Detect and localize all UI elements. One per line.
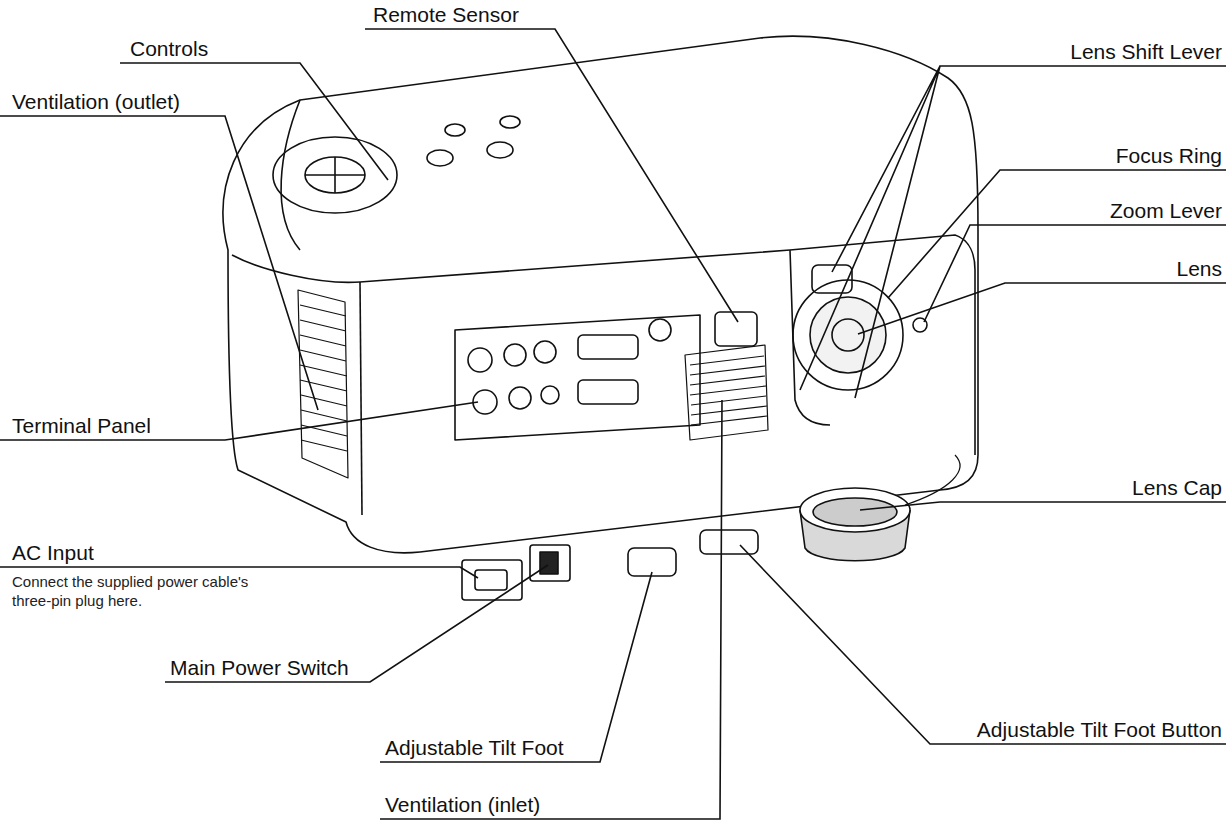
remote-sensor <box>715 312 757 346</box>
leader-line <box>120 63 388 180</box>
leader-line <box>858 283 1226 334</box>
leader-line <box>0 402 478 440</box>
outlet-vent <box>298 290 348 478</box>
control-pad <box>273 137 397 213</box>
lens-cap <box>800 488 910 561</box>
tilt-foot-button <box>700 530 758 554</box>
control-cross <box>305 157 365 193</box>
control-pad-inner <box>305 157 365 193</box>
lens <box>810 297 886 373</box>
lens-ring <box>793 280 903 390</box>
part-label: AC Input <box>12 540 272 565</box>
front-left-edge <box>360 282 362 515</box>
part-label: Lens <box>1000 256 1222 281</box>
part-label: Ventilation (inlet) <box>385 792 725 817</box>
leader-line <box>380 400 722 819</box>
part-label: Lens Shift Lever <box>900 39 1222 64</box>
part-label: Focus Ring <box>1000 143 1222 168</box>
leader-line <box>380 572 652 762</box>
ac-socket <box>475 570 507 590</box>
power-rocker <box>540 552 558 574</box>
part-label: Adjustable Tilt Foot <box>385 735 705 760</box>
tilt-foot <box>628 548 676 576</box>
part-label: Controls <box>130 36 330 61</box>
lens-housing <box>790 235 975 455</box>
note-text: Connect the supplied power cable's three… <box>12 572 252 610</box>
leader-line <box>860 502 1226 510</box>
part-label: Terminal Panel <box>12 413 272 438</box>
projector-body <box>223 36 978 553</box>
part-label: Zoom Lever <box>1000 198 1222 223</box>
part-label: Ventilation (outlet) <box>12 89 272 114</box>
part-label: Adjustable Tilt Foot Button <box>860 717 1222 742</box>
lens-shift-lever <box>812 265 852 293</box>
ac-input <box>462 560 522 600</box>
lens-center <box>832 319 864 351</box>
leader-line <box>365 29 738 322</box>
control-button <box>487 142 513 158</box>
part-label: Lens Cap <box>1000 475 1222 500</box>
part-label: Main Power Switch <box>170 655 430 680</box>
leader-line <box>800 66 1226 398</box>
terminal-panel <box>455 315 700 440</box>
front-top-edge <box>232 250 790 282</box>
leader-line <box>0 116 318 410</box>
top-face-edge <box>281 100 300 250</box>
part-label: Remote Sensor <box>373 2 623 27</box>
leader-line <box>740 545 1226 744</box>
leader-line <box>924 225 1226 322</box>
leader-line <box>888 170 1226 298</box>
inlet-vent <box>685 345 768 440</box>
control-button <box>500 116 520 128</box>
control-button <box>427 150 453 166</box>
power-switch <box>530 545 570 581</box>
lens-cap-string <box>905 455 960 505</box>
control-button <box>445 124 465 136</box>
